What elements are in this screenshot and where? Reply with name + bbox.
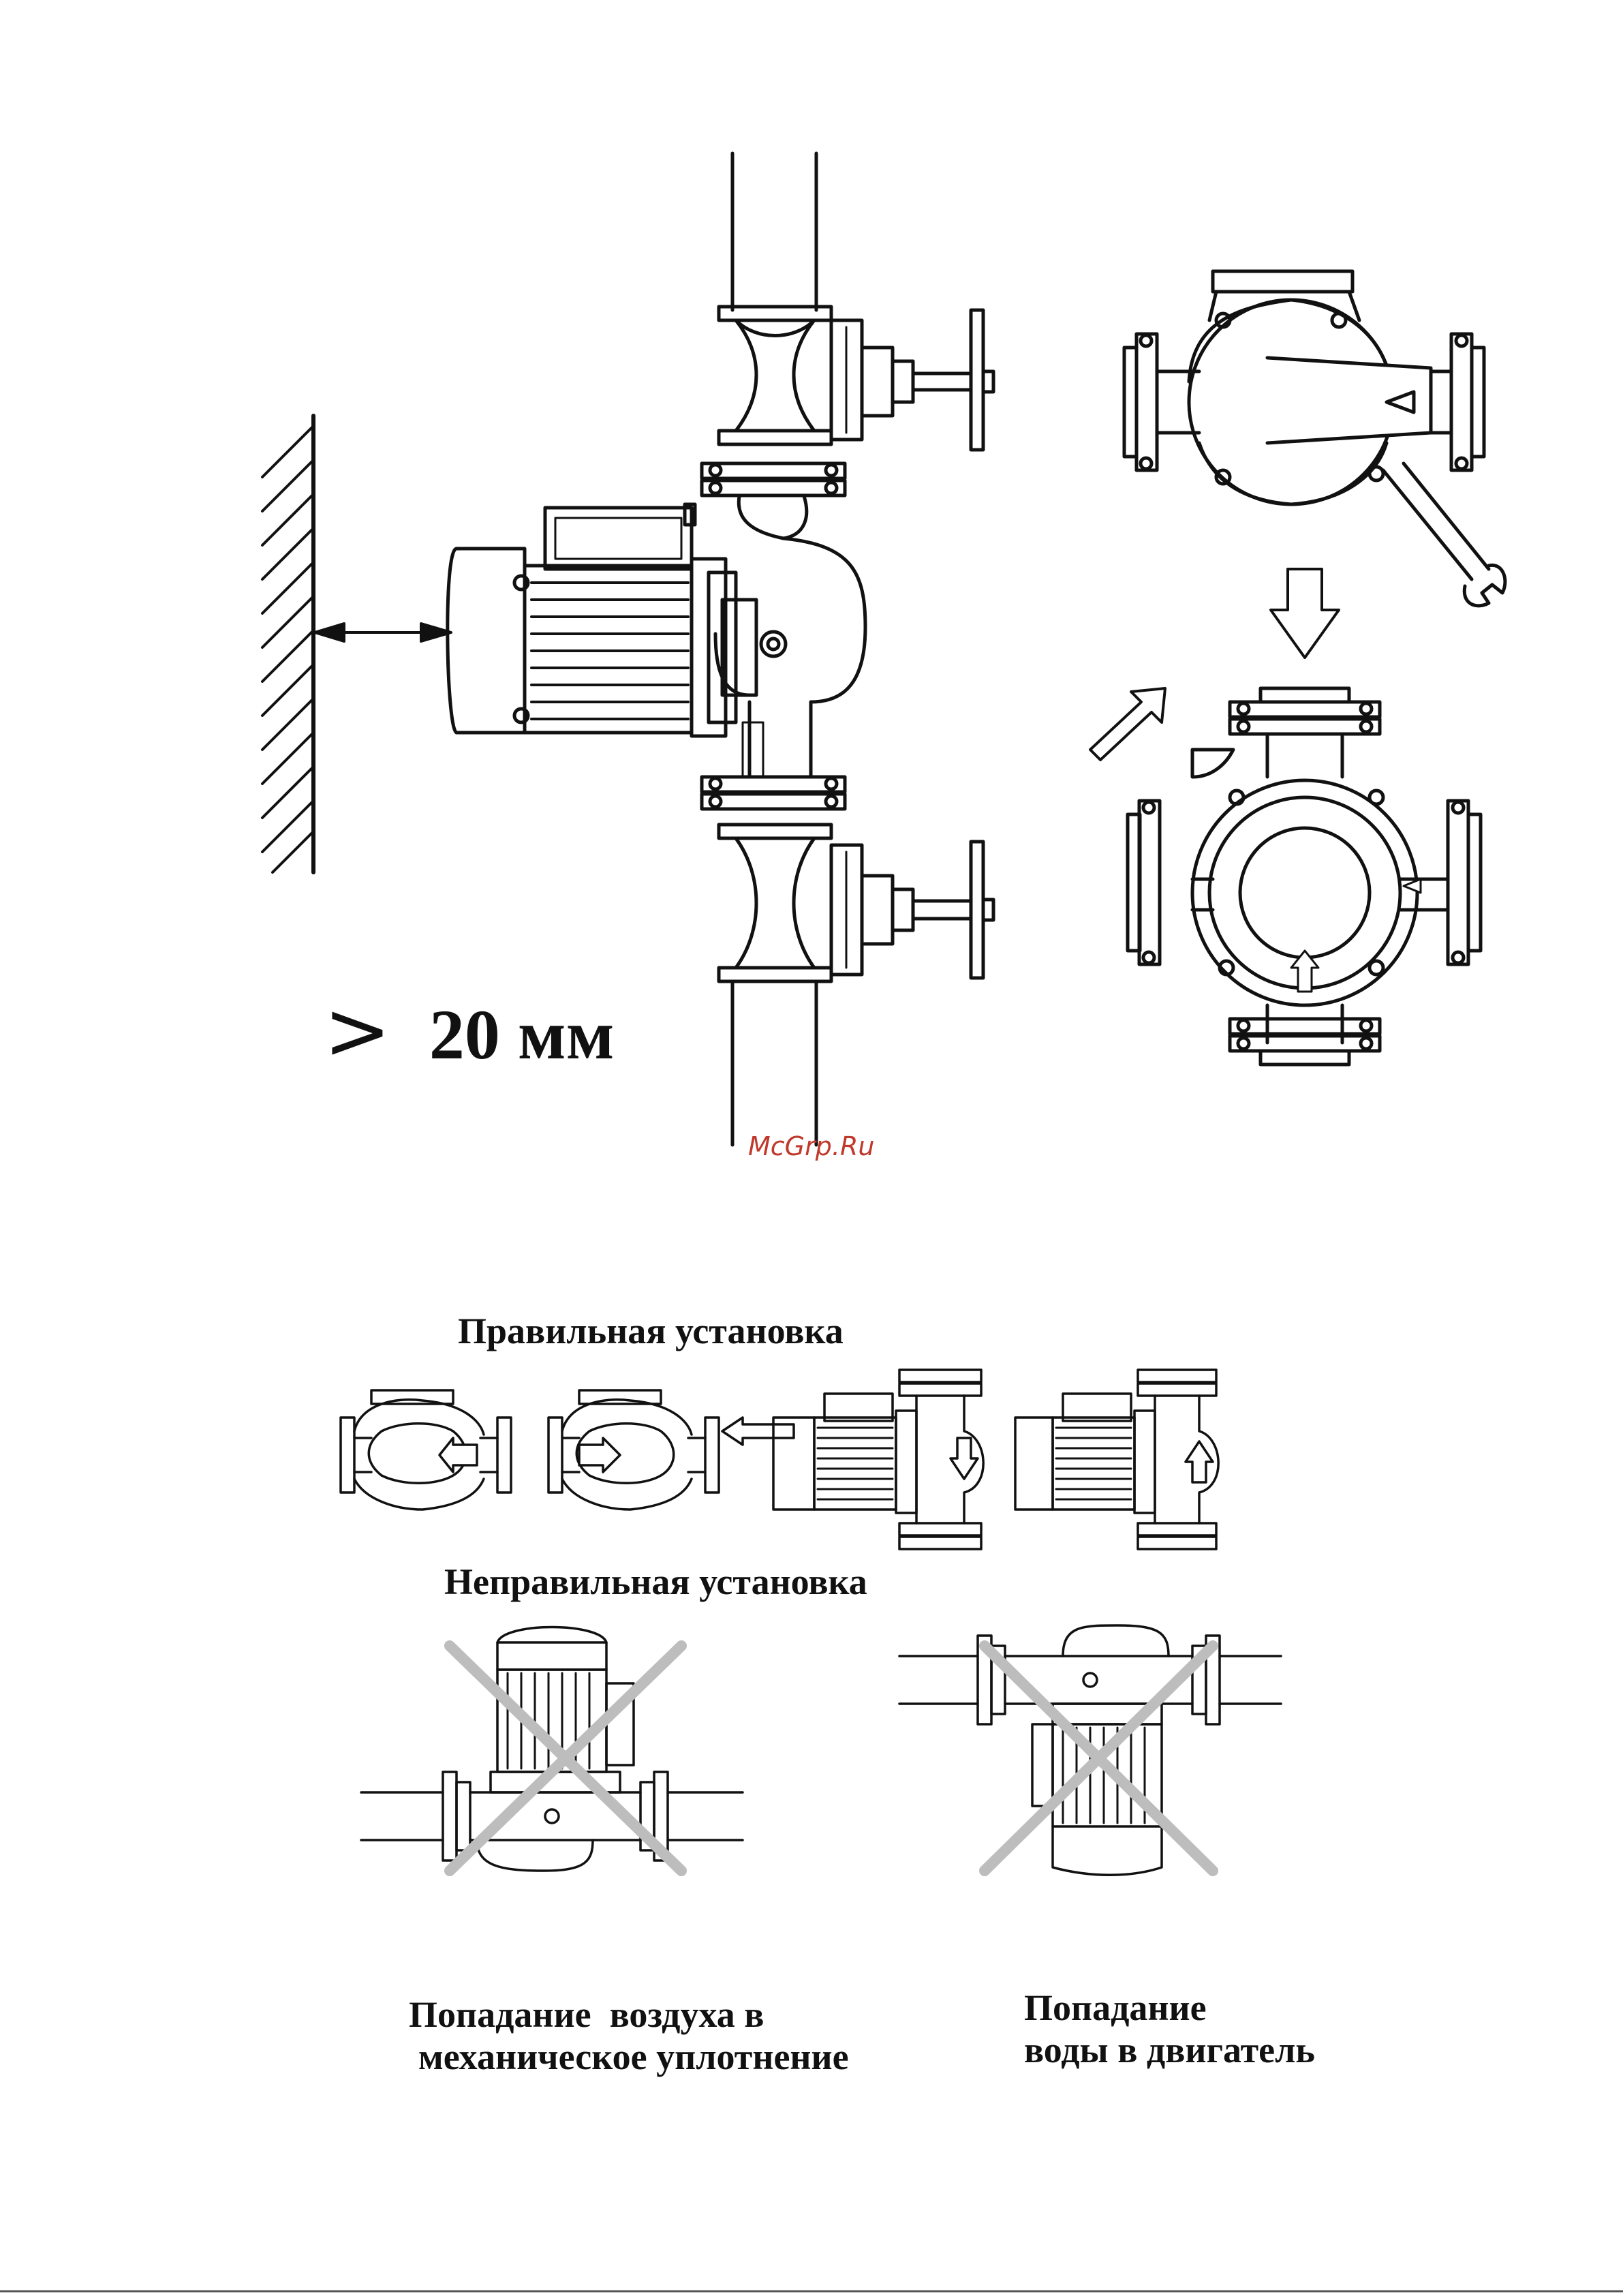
wall [262, 416, 313, 872]
water-in-motor-caption-line1: Попадание [1024, 1987, 1315, 2029]
pump-front-view-bottom [1128, 688, 1481, 1065]
upper-valve [719, 307, 993, 450]
pump-motor [448, 504, 786, 736]
greater-than-symbol: > [324, 983, 391, 1077]
water-in-motor-caption-line2: воды в двигатель [1024, 2029, 1315, 2071]
correct-install-thumb-4 [1015, 1370, 1218, 1549]
watermark: McGrp.Ru [748, 1131, 874, 1161]
air-in-seal-caption-line1: Попадание воздуха в [409, 1993, 849, 2036]
clearance-label: > 20 мм [324, 985, 615, 1077]
correct-install-thumb-1 [341, 1390, 511, 1510]
incorrect-installation-title: Неправильная установка [444, 1561, 867, 1603]
air-in-seal-caption-line2: механическое уплотнение [418, 2036, 849, 2078]
pump-front-view-top [1124, 271, 1505, 606]
correct-install-thumb-3 [773, 1370, 983, 1549]
clearance-dimension-arrow [315, 624, 451, 641]
clearance-value: 20 мм [429, 996, 615, 1074]
water-in-motor-caption: Попадание воды в двигатель [1024, 1987, 1315, 2071]
air-in-seal-caption: Попадание воздуха в механическое уплотне… [409, 1993, 849, 2078]
rotate-arrow [1090, 688, 1165, 760]
lower-valve [719, 825, 993, 981]
cross-mark-right [985, 1646, 1213, 1871]
cross-mark-left [450, 1646, 681, 1871]
correct-installation-title: Правильная установка [458, 1310, 844, 1352]
correct-install-thumb-2 [548, 1390, 794, 1510]
down-arrow [1271, 569, 1339, 658]
